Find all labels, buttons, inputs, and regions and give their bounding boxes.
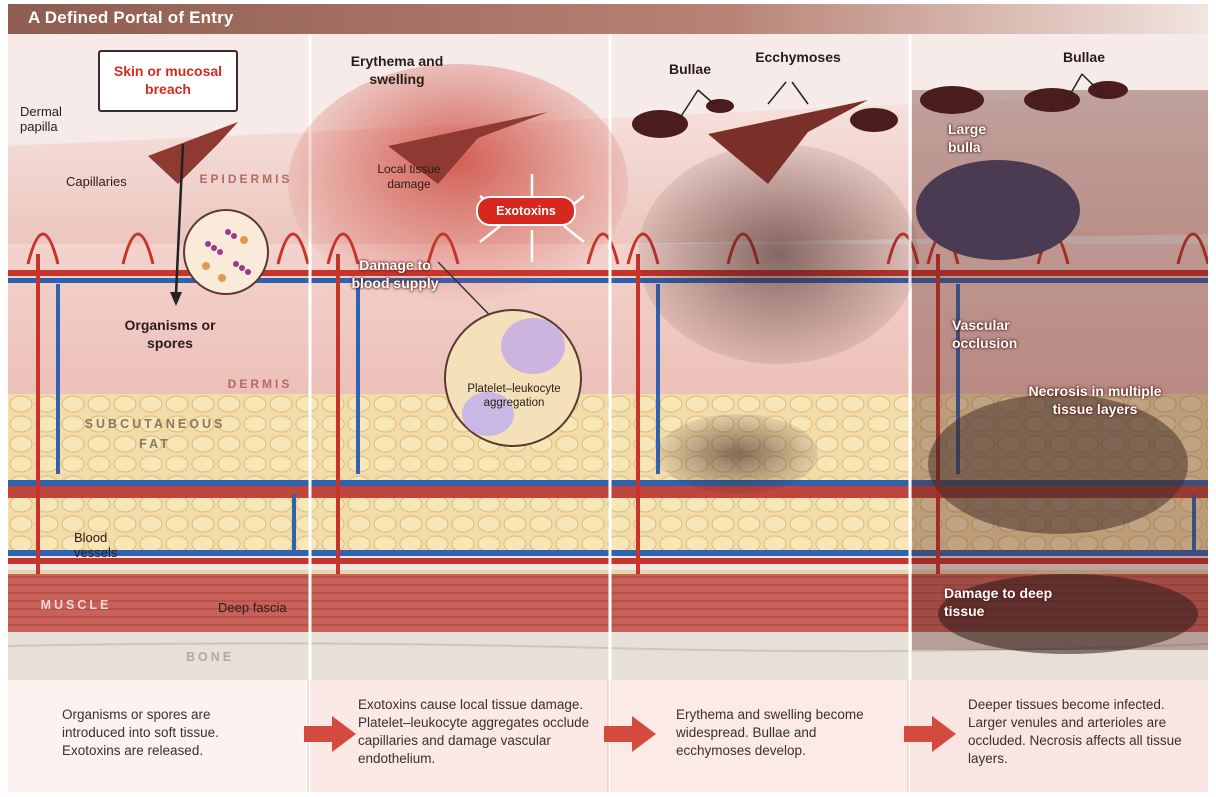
arrow-icon-2 <box>604 714 656 754</box>
capillaries-label: Capillaries <box>66 174 146 189</box>
bullae-label-3: Bullae <box>660 62 720 77</box>
breach-label: Skin or mucosal breach <box>100 52 236 98</box>
necrosis-label: Necrosis in multiple tissue layers <box>1010 382 1180 418</box>
organisms-label: Organisms or spores <box>120 316 220 352</box>
platelet-leukocyte-label: Platelet–leukocyte aggregation <box>454 382 574 410</box>
vascular-occlusion-label: Vascular occlusion <box>952 316 1032 352</box>
local-tissue-damage-label: Local tissue damage <box>364 162 454 192</box>
subcutaneous-fat-label: SUBCUTANEOUS FAT <box>70 414 240 454</box>
caption-1: Organisms or spores are introduced into … <box>62 706 252 760</box>
blood-vessels-label: Blood vessels <box>74 530 134 560</box>
erythema-swelling-label: Erythema and swelling <box>342 52 452 88</box>
arrow-icon-1 <box>304 714 356 754</box>
ecchymoses-label: Ecchymoses <box>748 50 848 65</box>
dermis-label: DERMIS <box>220 377 300 392</box>
dermal-papilla-label: Dermal papilla <box>20 104 80 134</box>
figure-header: A Defined Portal of Entry <box>8 4 1208 34</box>
exotoxins-badge: Exotoxins <box>476 196 576 226</box>
breach-callout: Skin or mucosal breach <box>98 50 238 112</box>
epidermis-label: EPIDERMIS <box>196 172 296 187</box>
caption-3: Erythema and swelling become widespread.… <box>676 706 876 760</box>
arrow-icon-3 <box>904 714 956 754</box>
panel-4-art <box>912 74 1208 654</box>
caption-4: Deeper tissues become infected. Larger v… <box>968 696 1198 768</box>
muscle-label: MUSCLE <box>26 598 126 613</box>
bullae-label-4: Bullae <box>1054 50 1114 65</box>
large-bulla-label: Large bulla <box>948 120 1008 156</box>
figure-title: A Defined Portal of Entry <box>28 8 234 28</box>
deep-fascia-label: Deep fascia <box>218 600 308 615</box>
deep-tissue-damage-label: Damage to deep tissue <box>944 584 1054 620</box>
caption-2: Exotoxins cause local tissue damage. Pla… <box>358 696 608 768</box>
damage-blood-supply-label: Damage to blood supply <box>340 256 450 292</box>
bone-label: BONE <box>170 650 250 665</box>
caption-band: Organisms or spores are introduced into … <box>8 680 1208 792</box>
